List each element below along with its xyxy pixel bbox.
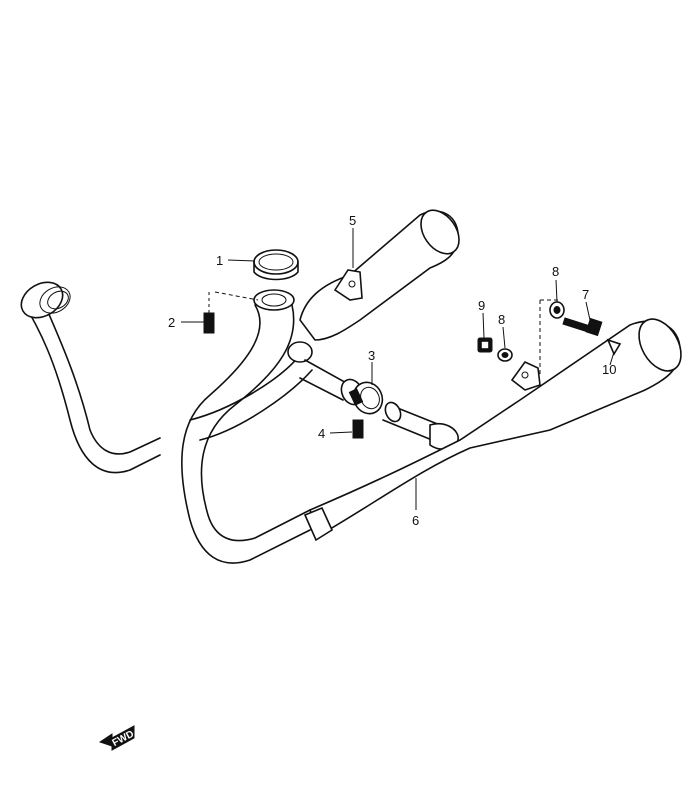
- callout-numbers: 1 2 3 4 5 6 7 8 8 9 10: [168, 213, 616, 528]
- callout-4: 4: [318, 426, 325, 441]
- callout-7: 7: [582, 287, 589, 302]
- exhaust-gasket: [253, 249, 299, 281]
- washer-8-lower: [497, 348, 513, 362]
- washer-8-upper: [549, 301, 565, 319]
- cap-10: [606, 338, 622, 356]
- nut-9: [477, 337, 493, 353]
- bolt-7: [562, 317, 603, 337]
- lower-muffler-assembly: [303, 318, 682, 542]
- crossover-pipe: [189, 341, 313, 441]
- callout-2: 2: [168, 315, 175, 330]
- callout-3: 3: [368, 348, 375, 363]
- left-header-pipe: [20, 281, 161, 474]
- callout-1: 1: [216, 253, 223, 268]
- callout-8-upper: 8: [552, 264, 559, 279]
- fwd-label: FWD: [111, 729, 136, 749]
- callout-10: 10: [602, 362, 616, 377]
- bolt-2: [203, 292, 215, 334]
- rear-connecting-tube: [382, 401, 459, 450]
- callout-5: 5: [349, 213, 356, 228]
- forward-arrow-icon: FWD: [98, 725, 136, 751]
- upper-muffler: [299, 209, 460, 341]
- callout-9: 9: [478, 298, 485, 313]
- bolt-4: [352, 419, 364, 439]
- pipe-clamp: [348, 381, 384, 415]
- callout-8-lower: 8: [498, 312, 505, 327]
- rear-header-pipe: [181, 289, 311, 564]
- callout-6: 6: [412, 513, 419, 528]
- leader-lines: [181, 228, 615, 510]
